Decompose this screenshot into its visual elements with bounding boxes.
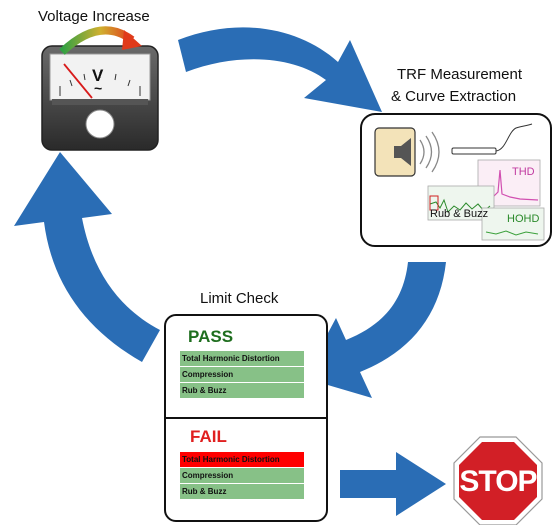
stop-sign-icon [453, 436, 543, 525]
sound-waves-icon [419, 131, 440, 173]
rub-buzz-label: Rub & Buzz [430, 208, 489, 220]
trf-panel [360, 113, 552, 247]
arrow-to-voltage [14, 152, 160, 362]
pass-row-thd: Total Harmonic Distortion [180, 351, 304, 366]
arrow-to-trf [178, 27, 382, 112]
voltmeter-icon [41, 26, 159, 151]
arrow-to-limit-check [304, 262, 446, 398]
trf-measurement-label: TRF Measurement [397, 66, 523, 83]
limit-check-label: Limit Check [200, 290, 279, 307]
fail-row-rub-buzz: Rub & Buzz [180, 484, 304, 499]
arrow-to-stop [340, 452, 446, 516]
hohd-curve-chart [481, 207, 545, 241]
fail-criteria-list: Total Harmonic Distortion Compression Ru… [180, 452, 304, 500]
meter-unit-label: V [92, 66, 104, 85]
fail-title: FAIL [190, 427, 227, 446]
meter-ac-symbol: ~ [94, 80, 103, 96]
limit-check-panel: PASS Total Harmonic Distortion Compressi… [164, 314, 328, 522]
fail-row-thd: Total Harmonic Distortion [180, 452, 304, 467]
thd-label: THD [512, 166, 535, 178]
pass-fail-divider [166, 417, 326, 419]
voltage-increase-label: Voltage Increase [38, 8, 150, 25]
microphone-icon [451, 123, 533, 155]
hohd-label: HOHD [507, 213, 540, 225]
pass-row-rub-buzz: Rub & Buzz [180, 383, 304, 398]
pass-row-compression: Compression [180, 367, 304, 382]
pass-title: PASS [188, 327, 234, 346]
curve-extraction-label: & Curve Extraction [391, 88, 517, 105]
stop-sign-text: STOP [459, 465, 537, 498]
speaker-icon [374, 127, 416, 177]
fail-row-compression: Compression [180, 468, 304, 483]
pass-criteria-list: Total Harmonic Distortion Compression Ru… [180, 351, 304, 399]
